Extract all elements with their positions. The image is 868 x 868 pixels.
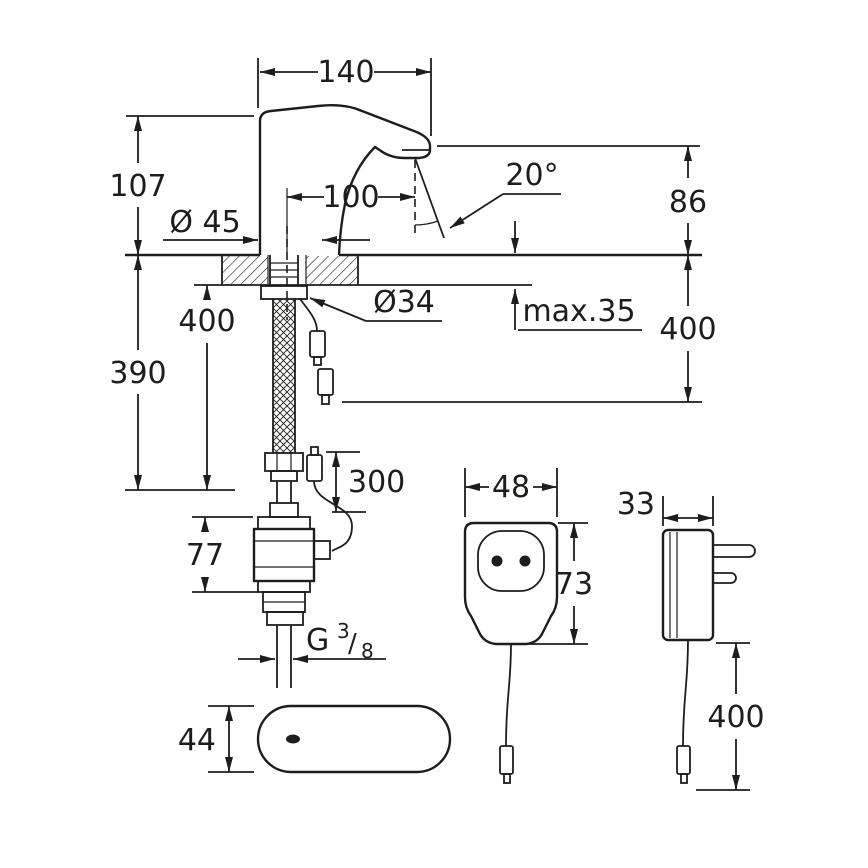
dim-psu-cable-label: 400 [707,700,764,735]
dim-hole-diameter-label: Ø34 [373,285,435,320]
faucet-outline [258,103,432,256]
dim-cover-plate-height: 44 [178,705,254,773]
cover-plate-outline [256,704,452,774]
sensor-beam-angle-line [414,157,445,239]
dim-cable-length-right: 400 [342,255,717,403]
dim-hose-length: 390 [109,255,235,491]
dim-cover-plate-label: 44 [178,723,216,758]
hose-coupling-nut [264,452,304,472]
dim-spout-width: 140 [257,55,432,136]
dim-max-thickness-label: max.35 [522,294,635,329]
solenoid-valve [252,502,331,688]
dim-outlet-height: 86 [437,145,707,255]
dim-connector-cable-label: 300 [348,465,405,500]
dim-body-height: 107 [109,115,254,255]
thread-denominator: 8 [361,639,374,663]
dim-thread-size: G 3 / 8 [238,619,386,663]
sensor-cables [299,298,353,552]
thread-slash: / [348,629,357,659]
power-supply-side-view [661,528,756,784]
dim-valve-height-label: 77 [186,538,224,573]
thread-numerator: 3 [337,619,350,643]
deck-hatch-left [222,256,268,285]
valve-cable-port [313,540,331,560]
connector-tip [680,773,688,784]
supply-hose [264,299,304,503]
cable-connector [676,745,691,775]
dim-psu-height-label: 73 [555,567,593,602]
thread-prefix: G [306,623,329,658]
dim-psu-width: 48 [464,468,558,517]
dim-spout-reach: 100 [286,180,415,253]
dim-base-diameter-label: Ø 45 [169,205,240,240]
dim-valve-height: 77 [186,516,258,593]
dim-hose-length-label: 390 [109,356,166,391]
cable-connector-a [309,330,326,358]
dim-psu-cable-length: 400 [696,642,765,791]
valve-top-flange [257,516,311,530]
socket-hole-left [491,555,503,567]
cable [299,298,318,332]
dim-connector-cable-length: 300 [326,451,405,513]
connector-tip [503,773,511,784]
connector-tip [313,356,322,366]
cover-plate [256,704,452,774]
socket-face [477,530,545,592]
deck-hatch-right [306,256,358,285]
dim-outlet-height-label: 86 [669,185,707,220]
sensor-beam-detail [414,157,445,239]
dim-psu-depth: 33 [617,487,714,526]
dim-psu-height: 73 [514,522,593,645]
socket-hole-right [519,555,531,567]
power-supply-front-view [463,521,559,784]
cable-connector-b [317,368,334,396]
dim-spout-width-label: 140 [317,55,374,90]
dim-hose-length-left-label: 400 [178,304,235,339]
dim-hole-diameter: Ø34 [309,285,442,322]
dim-hose-length-left: 400 [178,284,236,490]
dim-body-height-label: 107 [109,169,166,204]
valve-body [252,527,316,583]
cable-connector-c [306,454,323,482]
cable-connector [499,745,514,775]
dim-cable-length-right-label: 400 [659,312,716,347]
power-cable [505,643,512,747]
valve-inlet-stub [269,502,299,518]
dim-psu-width-label: 48 [492,470,530,505]
dim-max-counter-thickness: max.35 [358,221,642,331]
dim-spout-reach-label: 100 [322,180,379,215]
mounting-nut [260,285,308,300]
cable [313,480,353,552]
valve-bottom-flange [257,580,311,593]
outlet-nut [266,611,304,626]
dim-psu-depth-label: 33 [617,487,655,522]
connector-tip [321,394,330,405]
mounting-deck [125,253,702,286]
power-cable [682,639,689,747]
angle-arc [414,220,439,226]
plug-pin-upper [713,544,756,558]
dim-base-diameter: Ø 45 [163,205,370,244]
plug-pin-lower [713,572,737,584]
indicator-dot [286,734,300,744]
dim-detection-angle-label: 20° [505,158,558,193]
dim-detection-angle: 20° [449,158,561,229]
connector-tip [310,446,319,456]
